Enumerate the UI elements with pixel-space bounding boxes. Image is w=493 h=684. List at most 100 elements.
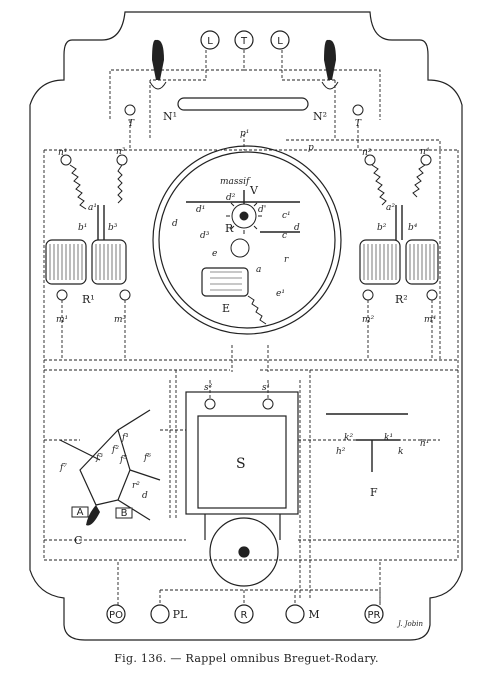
spring-e1 [247, 295, 267, 325]
label-n3: n³ [116, 147, 126, 157]
terminal-t-top [234, 30, 254, 50]
label-a-box: A [77, 507, 84, 518]
label-s1: s¹ [262, 383, 270, 393]
label-d1: d¹ [196, 205, 205, 215]
terminal-pl [150, 604, 170, 624]
label-f6: f⁶ [143, 453, 151, 463]
spring-n4 [412, 164, 426, 198]
label-e-big: E [222, 302, 230, 315]
label-a2: a² [386, 203, 395, 213]
figure-caption: Fig. 136. — Rappel omnibus Breguet-Rodar… [114, 652, 379, 665]
terminal-label-l-left: L [207, 36, 213, 47]
knob-n1 [152, 39, 164, 80]
label-r2-small: r² [132, 481, 140, 491]
handle-c [86, 505, 100, 526]
label-m2: m² [362, 315, 375, 325]
knob-n2 [324, 39, 336, 80]
label-b1: b¹ [78, 223, 87, 233]
terminal-dots [56, 104, 438, 410]
terminal-pr [364, 604, 384, 624]
terminal-m [285, 604, 305, 624]
label-a: a [256, 265, 261, 275]
label-b2: b² [377, 223, 387, 233]
coil-r2-left [359, 239, 401, 285]
label-r2: R² [395, 293, 408, 306]
terminal-r [234, 604, 254, 624]
label-h1: h¹ [420, 439, 429, 449]
spring-n1 [69, 164, 87, 210]
terminal-label-pl: PL [173, 608, 188, 621]
terminal-label-t: T [240, 36, 248, 47]
label-t-right: T [355, 119, 362, 129]
label-e1: e¹ [276, 289, 285, 299]
dial-outer [152, 145, 342, 335]
terminal-l-right [270, 30, 290, 50]
label-p: p [308, 143, 314, 153]
coil-r1-right [91, 239, 127, 285]
gear-r [226, 198, 262, 234]
label-n2-small: n² [362, 148, 372, 158]
label-t-left: T [128, 119, 135, 129]
terminal-label-po: PO [109, 610, 123, 621]
switch-star [59, 409, 161, 521]
label-f5: f⁵ [119, 455, 127, 465]
terminal-label-r: R [241, 610, 248, 621]
label-f: F [370, 486, 378, 499]
label-b4: b⁴ [408, 223, 418, 233]
label-massif: massif [220, 177, 251, 187]
label-b-box: B [121, 508, 128, 519]
label-h2: h² [336, 447, 346, 457]
label-s: S [236, 456, 246, 472]
label-e: e [212, 249, 217, 259]
board-outline [29, 11, 463, 641]
label-f3: f³ [95, 453, 103, 463]
label-s2: s² [204, 383, 213, 393]
label-d2: d² [226, 193, 236, 203]
label-m4: m⁴ [424, 315, 437, 325]
label-d-right: d [294, 223, 300, 233]
panel-s-inner [197, 415, 287, 509]
coil-r1-left [45, 239, 87, 285]
label-k: k [398, 447, 403, 457]
label-n1: N¹ [163, 110, 177, 123]
label-f7: f⁷ [59, 463, 67, 473]
label-c-handle: C [74, 534, 82, 547]
label-f1: f¹ [121, 433, 129, 443]
label-r1: R¹ [82, 293, 95, 306]
spring-n3 [117, 164, 123, 204]
dial-inner [158, 151, 336, 329]
gear-e [230, 238, 250, 258]
terminal-label-l-right: L [277, 36, 283, 47]
label-n2: N² [313, 110, 327, 123]
label-m1: m¹ [56, 315, 68, 325]
slot-bar [177, 97, 309, 111]
terminal-po [106, 604, 126, 624]
label-d-small: d [142, 491, 148, 501]
label-b3: b³ [108, 223, 118, 233]
terminal-label-m: M [308, 608, 319, 621]
magnet-e [201, 267, 249, 297]
label-d-left: d [172, 219, 178, 229]
panel-s-outer [185, 391, 299, 515]
spring-n2 [371, 164, 387, 206]
label-dprime: d' [258, 205, 266, 215]
label-f2: f² [111, 445, 119, 455]
label-a1: a¹ [88, 203, 97, 213]
label-k2: k² [344, 433, 353, 443]
signature: J. Jobin [396, 620, 423, 628]
label-m3: m³ [114, 315, 127, 325]
label-c1: c¹ [282, 211, 291, 221]
label-v: V [249, 184, 259, 197]
coil-r2-right [405, 239, 439, 285]
label-k1: k¹ [384, 433, 393, 443]
bell-neck [204, 514, 281, 540]
label-n1-small: n¹ [58, 148, 67, 158]
label-r: r [284, 255, 289, 265]
label-d3: d³ [200, 231, 210, 241]
label-n4: n⁴ [420, 147, 430, 157]
label-c: c [282, 231, 287, 241]
label-p1: p¹ [240, 129, 249, 139]
bell [209, 517, 279, 587]
